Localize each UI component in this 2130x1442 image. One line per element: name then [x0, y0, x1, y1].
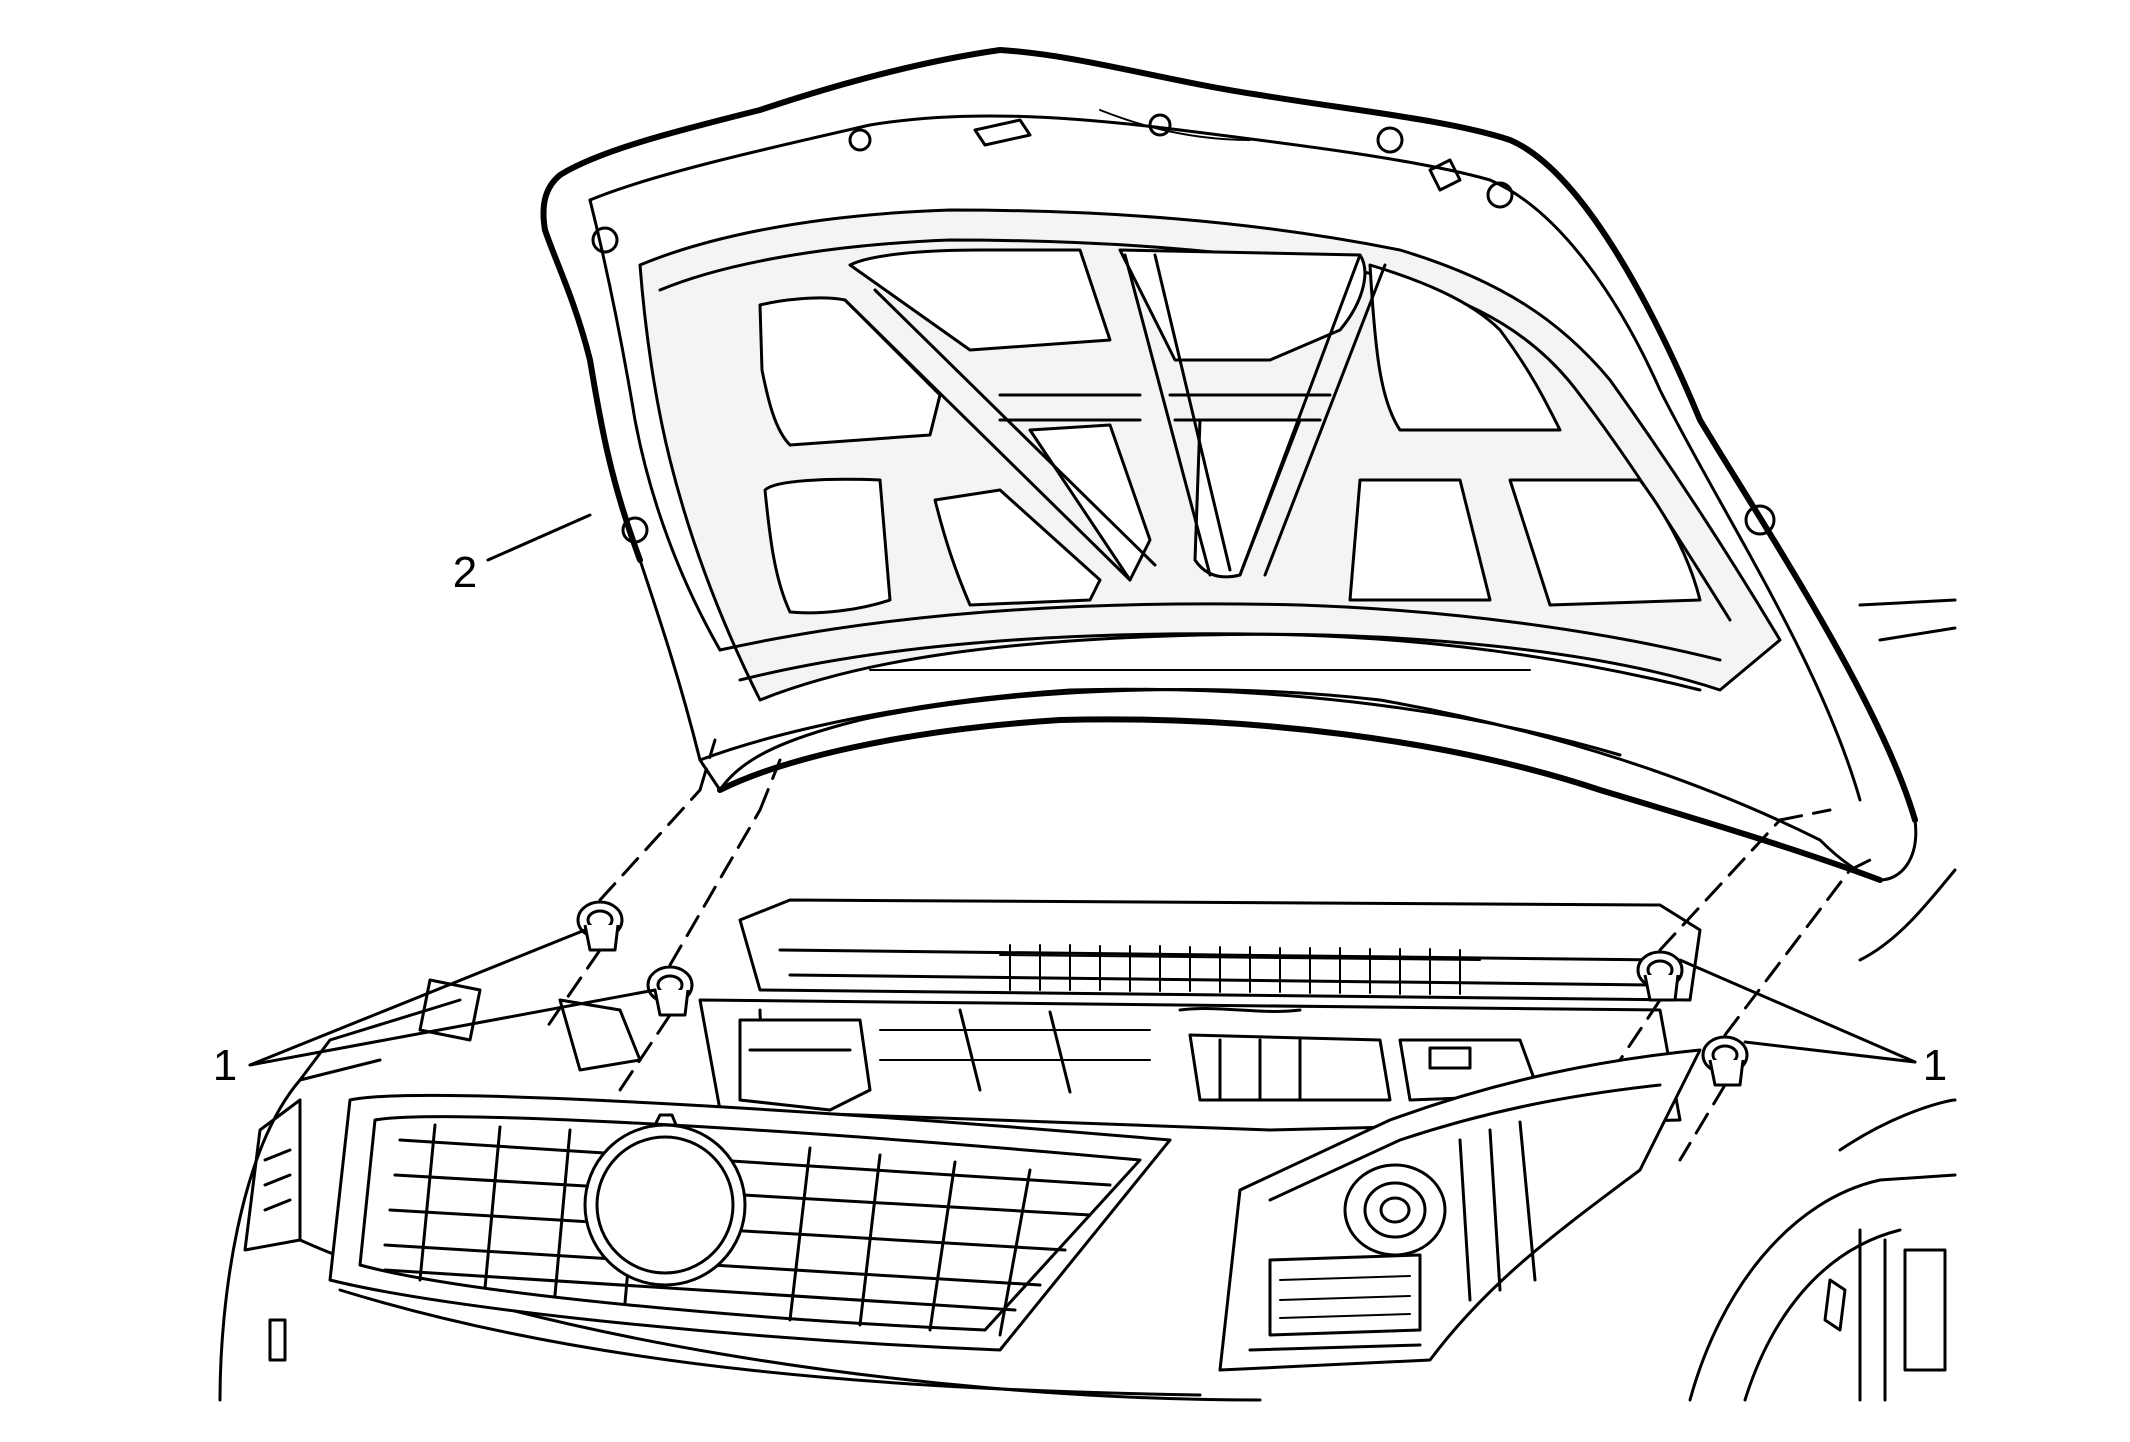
hood-cavity-6	[1118, 248, 1367, 362]
callout-leaders	[248, 513, 1917, 1067]
hood-cavity-9	[1348, 478, 1492, 602]
callout-label-retainers-right: 1	[1923, 1041, 1947, 1090]
grille-emblem	[583, 1123, 747, 1287]
hood-panel	[540, 47, 1918, 883]
right-headlamp	[1218, 1048, 1702, 1372]
hood-cavity-1	[758, 296, 942, 447]
insulator-retainers	[543, 738, 1872, 1162]
hood-cavity-2	[763, 477, 892, 615]
retainer-right-lower	[1701, 1035, 1749, 1087]
headlamp-projector	[1343, 1163, 1447, 1257]
retainer-right-upper	[1636, 950, 1684, 1002]
right-fender	[1688, 598, 1957, 1402]
callout-label-retainers-left: 1	[213, 1041, 237, 1090]
hood-cavity-3	[933, 488, 1102, 607]
vehicle-front-end	[218, 598, 1957, 1402]
callout-label-hood: 2	[453, 548, 477, 597]
hood-cavity-8	[1368, 263, 1562, 432]
hood-cavity-4	[848, 248, 1112, 352]
hood-cavity-10	[1508, 478, 1702, 607]
retainer-left-upper	[576, 900, 624, 952]
retainer-left-lower	[646, 965, 694, 1017]
front-grille	[328, 1094, 1172, 1352]
cowl-panel	[738, 898, 1702, 1002]
